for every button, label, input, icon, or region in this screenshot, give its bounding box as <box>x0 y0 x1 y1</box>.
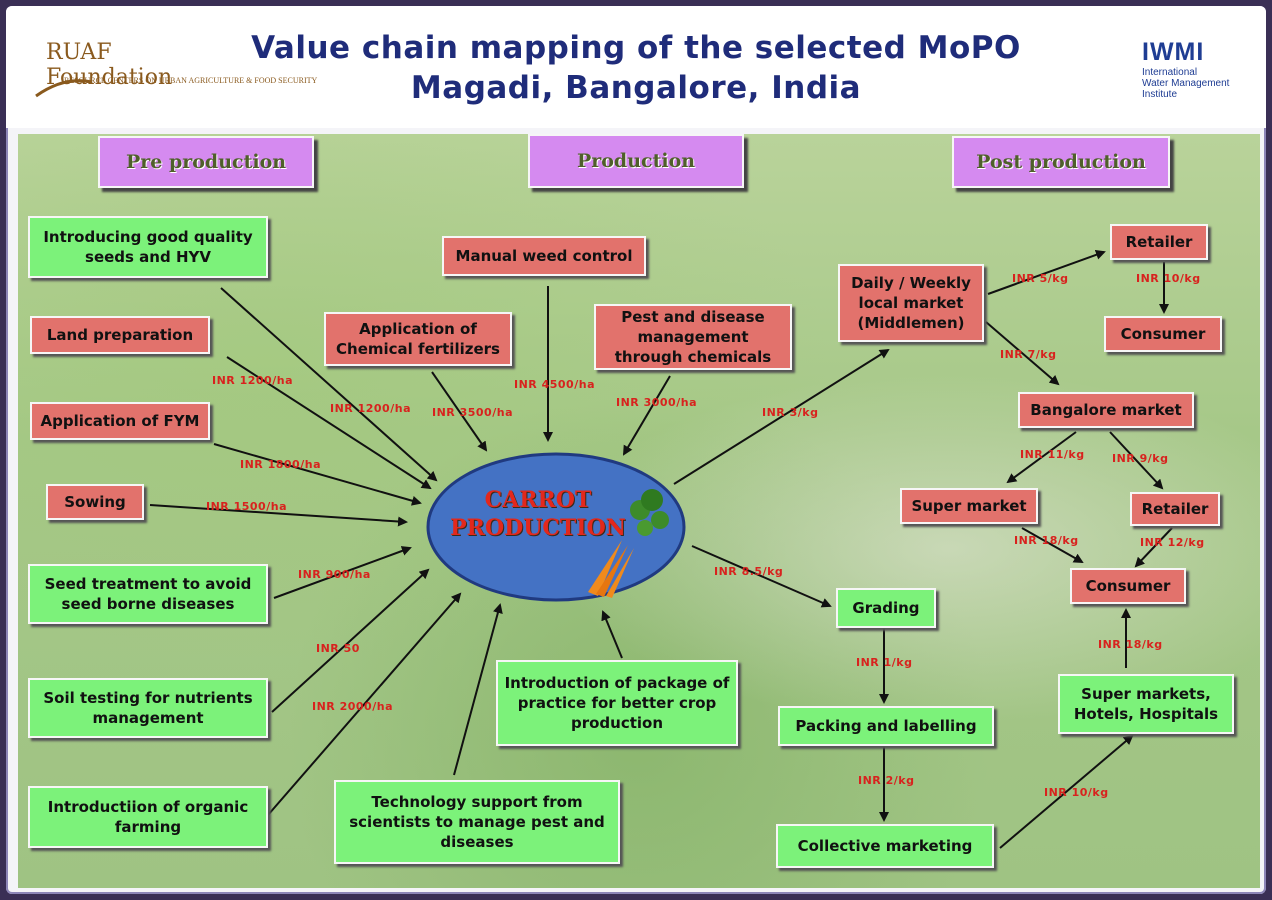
ruaf-logo: RUAF Foundation RESOURCE CENTERS ON URBA… <box>34 40 317 108</box>
center-line1: CARROT <box>484 487 592 513</box>
arrow-fym <box>213 443 422 506</box>
carrot-icon <box>588 489 669 598</box>
phase-pre-production: Pre production <box>98 136 314 188</box>
ruaf-logo-tagline: RESOURCE CENTERS ON URBAN AGRICULTURE & … <box>64 76 318 85</box>
arrow-super-consumer <box>1021 527 1084 563</box>
price-packing-collective: INR 2/kg <box>858 774 915 787</box>
phase-post-production: Post production <box>952 136 1170 188</box>
arrow-local-retailer <box>987 250 1106 295</box>
arrow-bangalore-super <box>1006 431 1077 484</box>
box-bangalore-market: Bangalore market <box>1018 392 1194 428</box>
box-super-market: Super market <box>900 488 1038 524</box>
cost-weed: INR 4500/ha <box>514 378 595 391</box>
cost-seed-treatment: INR 900/ha <box>298 568 371 581</box>
cost-organic: INR 2000/ha <box>312 700 393 713</box>
phase-production: Production <box>528 134 744 188</box>
price-grading-packing: INR 1/kg <box>856 656 913 669</box>
price-bangalore-super: INR 11/kg <box>1020 448 1085 461</box>
price-to-local: INR 3/kg <box>762 406 819 419</box>
box-packing-labelling: Packing and labelling <box>778 706 994 746</box>
page-subtitle: Magadi, Bangalore, India <box>410 70 862 106</box>
box-retailer-mid: Retailer <box>1130 492 1220 526</box>
arrow-soil <box>271 568 430 713</box>
arrow-package <box>601 610 623 659</box>
cost-pest: INR 3000/ha <box>616 396 697 409</box>
price-local-bangalore: INR 7/kg <box>1000 348 1057 361</box>
price-retailer-consumer: INR 10/kg <box>1136 272 1201 285</box>
price-bangalore-retailer: INR 9/kg <box>1112 452 1169 465</box>
arrow-organic <box>267 592 462 816</box>
iwmi-logo: IWMI International Water Management Inst… <box>1142 38 1242 114</box>
box-fym: Application of FYM <box>30 402 210 440</box>
price-retailer-consumer-mid: INR 12/kg <box>1140 536 1205 549</box>
box-manual-weed: Manual weed control <box>442 236 646 276</box>
box-seed-treatment: Seed treatment to avoid seed borne disea… <box>28 564 268 624</box>
center-ellipse <box>426 452 686 602</box>
arrow-sowing <box>149 504 408 527</box>
box-local-market: Daily / Weekly local market (Middlemen) <box>838 264 984 342</box>
box-pest-disease: Pest and disease management through chem… <box>594 304 792 370</box>
arrow-seeds <box>220 287 438 482</box>
page-title: Value chain mapping of the selected MoPO <box>251 30 1021 66</box>
arrow-to-local <box>673 348 890 485</box>
box-sowing: Sowing <box>46 484 144 520</box>
box-seeds-hyv: Introducing good quality seeds and HYV <box>28 216 268 278</box>
box-chemical-fertilizers: Application of Chemical fertilizers <box>324 312 512 366</box>
box-land-preparation: Land preparation <box>30 316 210 354</box>
arrow-technology <box>453 603 503 776</box>
ruaf-logo-name: RUAF Foundation <box>46 40 173 90</box>
center-node: CARROT PRODUCTION <box>438 486 638 542</box>
arrow-pest <box>622 375 671 456</box>
box-grading: Grading <box>836 588 936 628</box>
box-soil-testing: Soil testing for nutrients management <box>28 678 268 738</box>
arrow-to-grading <box>691 545 832 608</box>
iwmi-logo-name: IWMI <box>1142 38 1205 66</box>
arrow-fertilizers <box>431 371 488 452</box>
cost-sowing: INR 1500/ha <box>206 500 287 513</box>
cost-fertilizers: INR 3500/ha <box>432 406 513 419</box>
arrow-collective-institutions <box>999 734 1134 849</box>
arrow-land <box>226 356 432 490</box>
box-technology-support: Technology support from scientists to ma… <box>334 780 620 864</box>
arrow-retailer-consumer-mid <box>1134 527 1173 568</box>
price-to-grading: INR 8.5/kg <box>714 565 784 578</box>
arrow-seed-treatment <box>273 546 412 599</box>
cost-seeds: INR 1200/ha <box>330 402 411 415</box>
price-local-retailer: INR 5/kg <box>1012 272 1069 285</box>
cost-soil-testing: INR 50 <box>316 642 360 655</box>
cost-land-preparation: INR 1200/ha <box>212 374 293 387</box>
box-institutions: Super markets, Hotels, Hospitals <box>1058 674 1234 734</box>
center-line2: PRODUCTION <box>450 515 626 541</box>
box-organic-farming: Introductiion of organic farming <box>28 786 268 848</box>
arrow-bangalore-retailer <box>1109 431 1164 490</box>
box-package-practice: Introduction of package of practice for … <box>496 660 738 746</box>
iwmi-logo-line3: Institute <box>1142 89 1178 100</box>
iwmi-logo-line1: International <box>1142 67 1198 78</box>
price-collective-institutions: INR 10/kg <box>1044 786 1109 799</box>
ruaf-swoosh-icon <box>35 79 93 98</box>
cost-fym: INR 1800/ha <box>240 458 321 471</box>
price-super-consumer: INR 18/kg <box>1014 534 1079 547</box>
box-collective-marketing: Collective marketing <box>776 824 994 868</box>
box-consumer-top: Consumer <box>1104 316 1222 352</box>
arrow-local-bangalore <box>985 321 1060 386</box>
iwmi-logo-line2: Water Management <box>1142 78 1230 89</box>
box-consumer-mid: Consumer <box>1070 568 1186 604</box>
box-retailer-top: Retailer <box>1110 224 1208 260</box>
price-institutions-consumer: INR 18/kg <box>1098 638 1163 651</box>
header <box>6 6 1266 128</box>
